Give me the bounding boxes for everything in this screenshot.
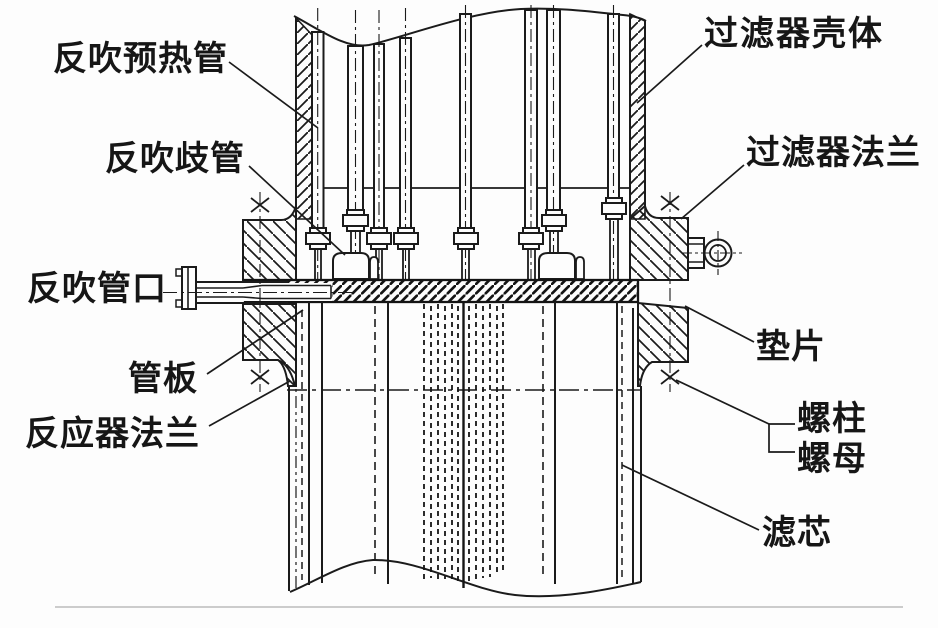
leader-filter-flange — [680, 164, 745, 220]
union-nut — [601, 197, 627, 220]
label-reactor-flange: 反应器法兰 — [25, 415, 200, 453]
pipe-union-nuts — [305, 197, 627, 250]
label-filter-shell: 过滤器壳体 — [704, 15, 884, 53]
leader-reactor-flange — [208, 380, 291, 427]
backblow-branch-manifolds — [332, 252, 585, 280]
leader-stud-nut — [675, 379, 770, 425]
port-flange — [181, 266, 197, 310]
branch-manifold — [332, 252, 370, 280]
leader-filter-shell — [636, 44, 703, 104]
union-nut — [541, 209, 567, 232]
union-nut — [342, 209, 369, 232]
label-backblow-branch-pipe: 反吹歧管 — [105, 140, 245, 178]
labels: 反吹预热管 过滤器壳体 反吹歧管 过滤器法兰 反吹管口 垫片 管板 反应器法兰 … — [25, 15, 921, 552]
leader-tube-sheet — [206, 309, 304, 375]
flange-side-nozzle — [682, 231, 742, 275]
label-filter-element: 滤芯 — [762, 514, 832, 552]
union-nut — [393, 227, 419, 250]
label-stud: 螺柱 — [797, 400, 867, 438]
branch-manifold-stub — [575, 256, 585, 280]
backblow-port-pipe — [163, 266, 352, 310]
leader-backblow-preheat-pipe — [228, 61, 319, 129]
reactor-flange-right — [637, 301, 689, 387]
union-nut — [366, 227, 392, 250]
leader-lines — [206, 44, 795, 531]
bolt-position-mark — [250, 195, 680, 385]
label-gasket: 垫片 — [756, 328, 826, 366]
leader-backblow-branch-pipe — [248, 165, 346, 256]
label-tube-sheet: 管板 — [128, 360, 198, 398]
break-line-bottom — [289, 558, 642, 598]
housing-wall-right — [629, 12, 646, 220]
label-filter-flange: 过滤器法兰 — [746, 134, 921, 172]
filter-flange-right — [629, 204, 689, 281]
stud-nut-bracket — [768, 423, 795, 453]
union-nut — [453, 227, 479, 250]
filter-flange-left — [242, 205, 297, 281]
filter-housing — [293, 7, 647, 220]
label-backblow-port: 反吹管口 — [27, 270, 167, 308]
leader-filter-element — [621, 464, 760, 531]
branch-manifold-stub — [369, 256, 379, 280]
union-nut — [518, 227, 544, 250]
backblow-preheat-pipes — [311, 5, 620, 281]
leader-gasket — [684, 305, 755, 343]
label-nut: 螺母 — [797, 440, 867, 478]
bolt-centerlines — [250, 192, 680, 392]
label-backblow-preheat-pipe: 反吹预热管 — [53, 40, 228, 78]
break-line-top — [293, 7, 647, 47]
filter-element-cartridge — [423, 302, 504, 588]
reactor-shell — [287, 302, 642, 598]
branch-manifold — [538, 252, 576, 280]
flange-assembly — [242, 204, 689, 387]
